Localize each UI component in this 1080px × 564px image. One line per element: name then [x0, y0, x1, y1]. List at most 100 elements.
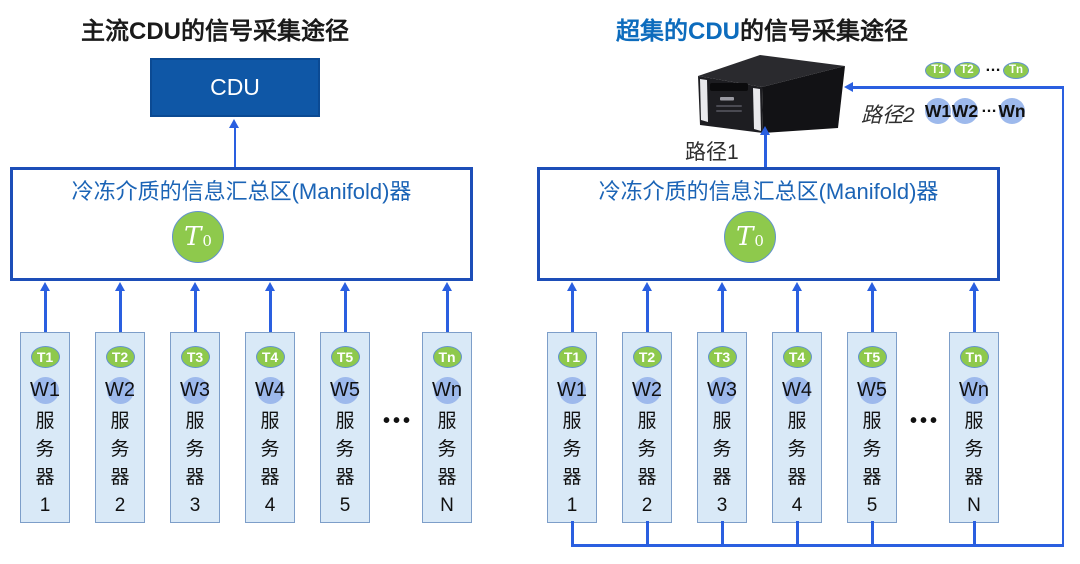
t-sensor-label: Tn [1008, 64, 1024, 76]
w-sensor-label: Wn [998, 100, 1026, 121]
w-sensor-badge: W4 [782, 377, 812, 404]
right-title-rest: 的信号采集途径 [740, 18, 908, 45]
cdu-label: CDU [210, 74, 260, 100]
w-sensor-badge: Wn [959, 377, 989, 404]
path2-temp-sensor-row: T1 T2 … Tn [925, 58, 1032, 79]
w-sensor-badge: W1 [557, 377, 587, 404]
server-column: T4 W4 服务器4 [245, 332, 295, 523]
server-to-manifold-line [973, 291, 976, 332]
t-sensor-badge: T2 [632, 346, 662, 368]
server-column: Tn Wn 服务器N [422, 332, 472, 523]
t-sensor-label: T1 [36, 349, 54, 365]
t-sensor-badge: T2 [954, 61, 980, 79]
arrow-up-icon [190, 282, 200, 291]
w-sensor-label: W4 [782, 379, 812, 401]
server-name: 服务器2 [637, 411, 657, 516]
w-sensor-label: W2 [951, 100, 979, 121]
t-sensor-label: T4 [788, 349, 806, 365]
w-sensor-label: W4 [255, 379, 285, 401]
t-sensor-badge: T3 [707, 346, 737, 368]
w-sensor-label: W1 [924, 100, 952, 121]
server-to-manifold-line [871, 291, 874, 332]
w-sensor-badge: W2 [632, 377, 662, 404]
server-to-bus-line [646, 521, 649, 545]
servers-ellipsis: ••• [910, 410, 941, 432]
manifold-label: 冷冻介质的信息汇总区(Manifold)器 [598, 179, 939, 204]
server-column: T3 W3 服务器3 [697, 332, 747, 523]
t-sensor-badge: Tn [959, 346, 989, 368]
t-sensor-badge: T2 [105, 346, 135, 368]
arrow-up-icon [759, 126, 770, 135]
t-sensor-label: T5 [863, 349, 881, 365]
w-sensor-label: Wn [959, 379, 989, 401]
t-sensor-label: T2 [960, 64, 974, 76]
cdu-server-image [698, 55, 845, 133]
path1-line [764, 134, 767, 167]
server-to-manifold-line [796, 291, 799, 332]
arrow-up-icon [717, 282, 727, 291]
t0-subscript: 0 [202, 231, 212, 250]
server-to-bus-line [871, 521, 874, 545]
t-sensor-label: T2 [111, 349, 129, 365]
w-sensor-badge: W3 [180, 377, 210, 404]
w-sensor-badge: Wn [998, 98, 1026, 124]
server-name: 服务器N [964, 411, 984, 516]
server-to-bus-line [973, 521, 976, 545]
arrow-up-icon [229, 119, 239, 128]
w-sensor-badge: W5 [857, 377, 887, 404]
manifold-label: 冷冻介质的信息汇总区(Manifold)器 [71, 179, 412, 204]
arrow-up-icon [442, 282, 452, 291]
server-to-manifold-line [119, 291, 122, 332]
arrow-up-icon [642, 282, 652, 291]
server-to-manifold-line [194, 291, 197, 332]
t-sensor-label: T2 [638, 349, 656, 365]
servers-ellipsis: ••• [383, 410, 414, 432]
t-sensor-badge: T3 [180, 346, 210, 368]
t0-symbol: T [736, 222, 754, 252]
server-to-manifold-line [571, 291, 574, 332]
row-ellipsis: … [981, 99, 997, 116]
arrow-left-icon [844, 82, 853, 92]
t-sensor-badge: T5 [330, 346, 360, 368]
t0-subscript: 0 [754, 231, 764, 250]
t-sensor-label: T4 [261, 349, 279, 365]
arrow-up-icon [792, 282, 802, 291]
w-sensor-label: W1 [30, 379, 60, 401]
t-sensor-label: T1 [931, 64, 945, 76]
left-panel: 主流CDU的信号采集途径 CDU 冷冻介质的信息汇总区(Manifold)器 T… [0, 0, 527, 564]
w-sensor-label: Wn [432, 379, 462, 401]
t-sensor-label: T1 [563, 349, 581, 365]
server-name: 服务器3 [185, 411, 205, 516]
server-name: 服务器5 [862, 411, 882, 516]
path2-label: 路径2 [861, 104, 915, 127]
left-title: 主流CDU的信号采集途径 [81, 18, 349, 45]
server-name: 服务器2 [110, 411, 130, 516]
w-sensor-label: W2 [632, 379, 662, 401]
server-name: 服务器1 [562, 411, 582, 516]
w-sensor-label: W5 [330, 379, 360, 401]
t-sensor-badge: T5 [857, 346, 887, 368]
server-name: 服务器4 [787, 411, 807, 516]
t-sensor-label: T3 [713, 349, 731, 365]
server-to-bus-line [571, 521, 574, 545]
w-sensor-label: W1 [557, 379, 587, 401]
cdu-box: CDU [150, 58, 320, 117]
server-column: Tn Wn 服务器N [949, 332, 999, 523]
path2-flow-sensor-row: W1 W2 … Wn [925, 98, 1026, 124]
path2-top-line [853, 86, 1064, 89]
w-sensor-badge: W2 [105, 377, 135, 404]
w-sensor-badge: W5 [330, 377, 360, 404]
server-name: 服务器1 [35, 411, 55, 516]
server-name: 服务器5 [335, 411, 355, 516]
server-to-bus-line [796, 521, 799, 545]
server-to-manifold-line [344, 291, 347, 332]
t0-symbol: T [184, 222, 202, 252]
t-sensor-badge: Tn [432, 346, 462, 368]
right-title-highlight: 超集的CDU [616, 18, 740, 45]
server-column: T5 W5 服务器5 [320, 332, 370, 523]
w-sensor-badge: Wn [432, 377, 462, 404]
arrow-up-icon [867, 282, 877, 291]
server-column: T4 W4 服务器4 [772, 332, 822, 523]
arrow-up-icon [40, 282, 50, 291]
